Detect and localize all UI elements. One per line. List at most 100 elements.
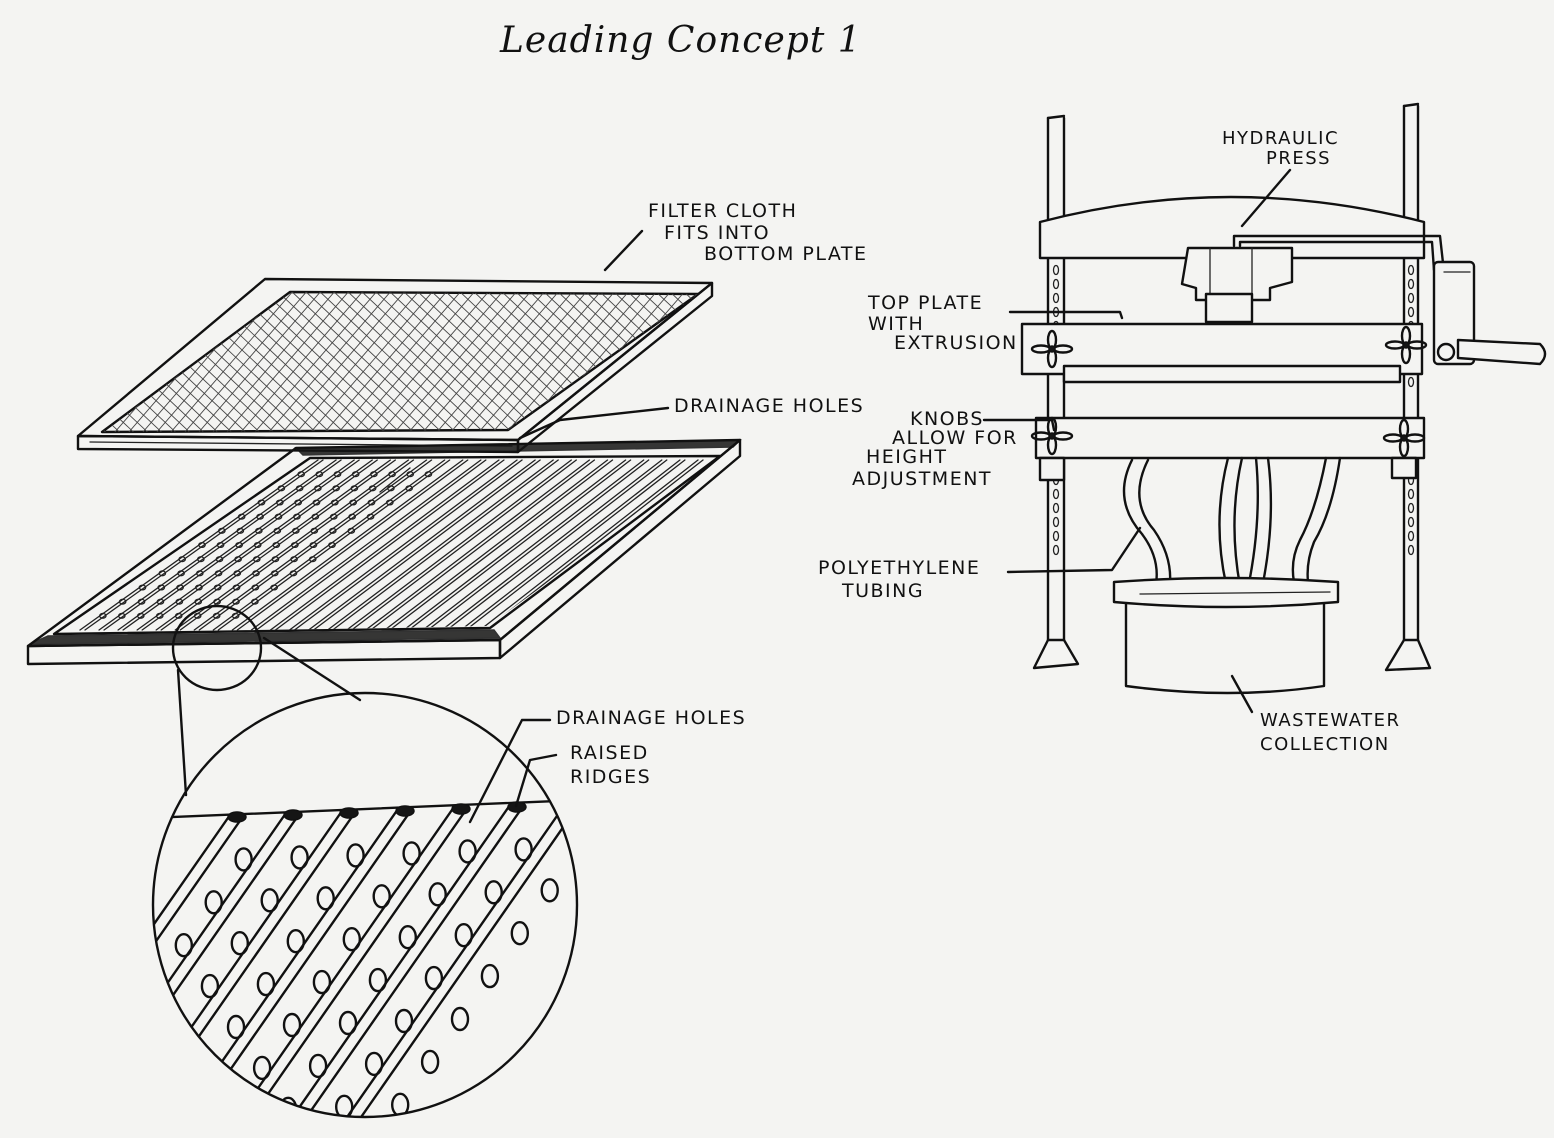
tray-hole xyxy=(315,471,324,478)
tray-hole xyxy=(274,513,283,520)
cloth-hatch-line xyxy=(289,292,421,432)
tray-ridge xyxy=(288,459,518,631)
post-slot xyxy=(1407,488,1415,500)
cloth-hatch-line xyxy=(695,292,698,432)
tray-hole xyxy=(308,556,317,563)
post-slot xyxy=(1407,292,1415,304)
detail-drainage-hole xyxy=(316,886,335,911)
cloth-hatch-line xyxy=(485,292,617,432)
detail-drainage-hole xyxy=(368,967,388,993)
cloth-hatch-line xyxy=(401,292,533,432)
cloth-hatch-line xyxy=(0,290,84,440)
post-slot xyxy=(1407,264,1415,276)
drainage-holes-label: DRAINAGE HOLES xyxy=(674,395,865,417)
post-slot xyxy=(1052,264,1060,276)
tray-hole xyxy=(366,513,375,520)
tray-hole xyxy=(297,471,306,478)
cloth-hatch-line xyxy=(247,292,379,432)
cloth-hatch-line xyxy=(359,292,491,432)
cloth-hatch-line xyxy=(102,292,171,432)
detail-drainage-hole xyxy=(204,890,223,915)
detail-drainage-hole xyxy=(364,1051,384,1077)
tray-hole xyxy=(385,499,394,506)
tray-hole xyxy=(313,485,322,492)
tray-hole xyxy=(251,584,260,591)
detail-drainage-hole xyxy=(170,1016,190,1042)
detail-ridge-top xyxy=(395,805,415,817)
tubing-label-line2: TUBING xyxy=(842,580,925,602)
tray-hole xyxy=(175,598,184,605)
knob-hub xyxy=(1400,434,1408,442)
cloth-hatch-line xyxy=(653,292,698,432)
post-slot xyxy=(1407,376,1415,388)
post-slot xyxy=(1052,516,1060,528)
tray-hole xyxy=(156,598,165,605)
knob-hub xyxy=(1048,432,1056,440)
cloth-hatch-line xyxy=(0,290,30,440)
tray-hole xyxy=(405,485,413,492)
detail-ridge-top xyxy=(227,811,247,823)
tray-hole xyxy=(158,570,167,577)
tray-ridge xyxy=(479,459,699,631)
tray-hole xyxy=(328,527,337,534)
tray-hole xyxy=(388,471,396,478)
post-slot xyxy=(1052,278,1060,290)
tray-ridge xyxy=(141,459,378,631)
detail-drainage-hole xyxy=(200,973,220,999)
cloth-hatch-line xyxy=(102,292,199,432)
tray-hole xyxy=(231,612,240,619)
tray-hole xyxy=(217,527,226,534)
hydraulic-press-assembly xyxy=(982,102,1547,714)
cloth-hatch-line xyxy=(597,292,698,432)
cloth-hatch-line xyxy=(639,292,698,432)
detail-drainage-hole xyxy=(342,927,361,952)
tray-ridge xyxy=(312,459,541,631)
detail-drainage-hole xyxy=(116,1020,132,1042)
bottom-plate xyxy=(1034,416,1426,482)
tray-ridge xyxy=(389,459,614,631)
detail-drainage-hole xyxy=(112,1104,128,1126)
tray-ridge xyxy=(441,459,663,631)
cloth-hatch-line xyxy=(102,292,185,432)
tray-ridge xyxy=(351,459,577,631)
wastewater-label-line2: COLLECTION xyxy=(1260,734,1390,755)
press-crank xyxy=(1432,260,1547,366)
top-plate xyxy=(1020,322,1424,384)
cloth-hatch-line xyxy=(0,290,16,440)
cloth-hatch-line xyxy=(191,292,323,432)
post-slot xyxy=(1407,544,1415,556)
top-plate-label-line2: WITH xyxy=(868,313,925,335)
tray-hole xyxy=(117,612,126,619)
height-knob xyxy=(1384,325,1428,365)
tray-ridge xyxy=(326,459,554,631)
tray-hole xyxy=(270,584,279,591)
right-leader-lines xyxy=(982,168,1292,714)
raised-ridges-label-line1: RAISED xyxy=(570,742,649,764)
magnifier-marker xyxy=(171,604,362,797)
cloth-hatch-line xyxy=(0,290,70,440)
detail-drainage-hole xyxy=(260,888,279,913)
cloth-hatch-line xyxy=(0,290,28,440)
tray-hole xyxy=(174,612,183,619)
tray-hole xyxy=(328,541,336,549)
tray-hole xyxy=(194,598,203,605)
tray-hole xyxy=(348,513,356,520)
right-post xyxy=(1384,102,1432,672)
tray-ridge xyxy=(460,459,681,631)
detail-drainage-hole xyxy=(458,839,477,864)
drainage-holes-detail-label: DRAINAGE HOLES xyxy=(556,707,747,729)
cloth-hatch-line xyxy=(681,292,698,432)
tray-hole xyxy=(293,513,301,520)
cloth-hatch-line xyxy=(0,290,44,440)
knobs-label-line1: KNOBS xyxy=(910,408,984,430)
top-plate-label-line3: EXTRUSION xyxy=(894,332,1018,354)
cloth-hatch-line xyxy=(710,290,840,440)
tray-hole xyxy=(252,570,260,577)
tray-hole xyxy=(275,499,284,506)
post-slot xyxy=(1407,516,1415,528)
knob-hub xyxy=(1048,345,1056,353)
tray-hole xyxy=(289,570,298,577)
tray-ridge xyxy=(84,459,324,631)
tray-ridge xyxy=(103,459,342,631)
detail-drainage-hole xyxy=(346,843,365,868)
